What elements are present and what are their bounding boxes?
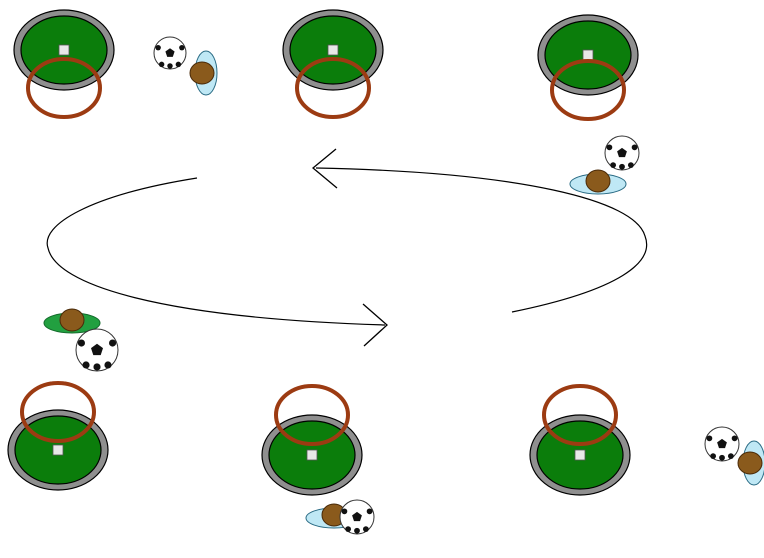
ball-patch <box>158 61 165 68</box>
player-bottom-right <box>704 426 764 486</box>
station-bottom-left <box>7 381 109 491</box>
ball-patch <box>719 454 725 461</box>
ball-patch <box>345 526 352 533</box>
ball-patch <box>727 453 734 460</box>
ball-patch <box>610 162 617 169</box>
player-top-right <box>569 135 640 195</box>
hoop-ring <box>542 384 618 446</box>
ball-patch <box>366 508 373 515</box>
ball-patch <box>710 453 717 460</box>
ball-patch <box>82 361 90 369</box>
base-square <box>52 444 64 456</box>
ball-patch <box>167 63 173 69</box>
hoop-ring <box>20 381 96 443</box>
ball-patch <box>341 508 348 515</box>
player-bottom-middle <box>305 499 375 535</box>
hoop-ring <box>274 384 350 446</box>
player-head-icon <box>585 169 611 193</box>
ball-patch <box>731 435 738 442</box>
station-bottom-right <box>529 384 631 496</box>
player-head-icon <box>189 61 215 85</box>
ball-patch <box>179 44 185 51</box>
ball-patch <box>91 343 103 356</box>
player-top-left <box>153 36 218 96</box>
station-top-right <box>537 14 639 121</box>
ball-patch <box>606 144 613 151</box>
ball-patch <box>717 438 727 449</box>
rotation-arrow-lower <box>46 177 386 326</box>
ball-patch <box>93 363 101 371</box>
ball-patch <box>108 339 117 347</box>
ball-patch <box>362 526 369 533</box>
ball-patch <box>175 61 182 68</box>
ball-patch <box>354 527 360 534</box>
player-middle-left <box>43 308 119 372</box>
base-square <box>327 44 339 56</box>
base-square <box>306 449 318 461</box>
soccer-ball-icon <box>153 36 187 70</box>
station-top-left <box>13 9 115 119</box>
hoop-ring <box>295 57 371 119</box>
player-head-icon <box>737 451 763 475</box>
rotation-arrow-upper <box>315 167 648 313</box>
soccer-ball-icon <box>704 426 740 462</box>
hoop-ring <box>550 59 626 121</box>
arrowhead-right <box>362 303 388 347</box>
station-bottom-middle <box>261 384 363 496</box>
base-square <box>58 44 70 56</box>
ball-patch <box>617 147 627 158</box>
ball-patch <box>352 511 362 522</box>
ball-patch <box>155 44 161 51</box>
ball-patch <box>631 144 638 151</box>
soccer-ball-icon <box>75 328 119 372</box>
soccer-ball-icon <box>339 499 375 535</box>
station-top-middle <box>282 9 384 119</box>
base-square <box>574 449 586 461</box>
hoop-ring <box>26 57 102 119</box>
ball-patch <box>104 361 112 369</box>
ball-patch <box>706 435 713 442</box>
base-square <box>582 49 594 61</box>
rotation-arrows <box>46 148 648 347</box>
ball-patch <box>165 48 175 57</box>
ball-patch <box>77 339 86 347</box>
soccer-ball-icon <box>604 135 640 171</box>
player-head-icon <box>59 308 85 332</box>
arrowhead-left <box>311 148 338 189</box>
ball-patch <box>619 163 625 170</box>
ball-patch <box>627 162 634 169</box>
